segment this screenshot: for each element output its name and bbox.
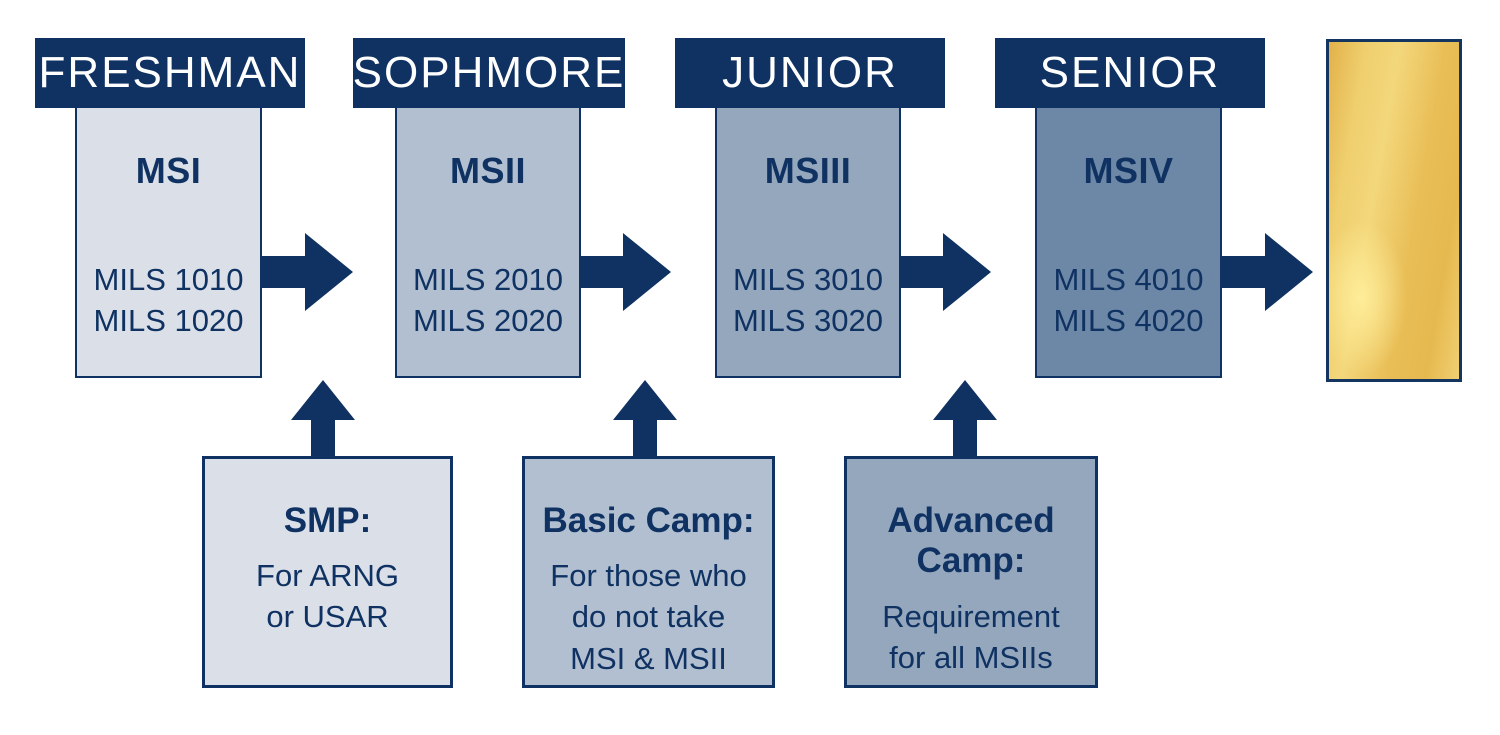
right-arrow-icon <box>898 233 991 311</box>
right-arrow-icon <box>1220 233 1313 311</box>
stage-header-freshman: FRESHMAN <box>35 38 305 108</box>
right-arrow-icon <box>578 233 671 311</box>
stage-box-msiv: MSIV MILS 4010 MILS 4020 <box>1035 104 1222 378</box>
stage-header-sophmore: SOPHMORE <box>353 38 625 108</box>
second-lieutenant-gold-bar <box>1326 39 1462 382</box>
course-list-msiii: MILS 3010 MILS 3020 <box>733 262 883 339</box>
right-arrow-icon <box>578 233 671 311</box>
advanced-camp-box: Advanced Camp: Requirement for all MSIIs <box>844 456 1098 688</box>
right-arrow-icon <box>898 233 991 311</box>
smp-description: For ARNG or USAR <box>256 558 399 635</box>
up-arrow-icon <box>933 380 997 456</box>
advanced-camp-description: Requirement for all MSIIs <box>882 598 1060 675</box>
basic-camp-box: Basic Camp: For those who do not take MS… <box>522 456 775 688</box>
up-arrow-icon <box>613 380 677 456</box>
right-arrow-icon <box>1220 233 1313 311</box>
smp-box: SMP: For ARNG or USAR <box>202 456 453 688</box>
up-arrow-icon <box>933 380 997 456</box>
up-arrow-icon <box>613 380 677 456</box>
stage-box-msi: MSI MILS 1010 MILS 1020 <box>75 104 262 378</box>
stage-title-msi: MSI <box>135 150 202 191</box>
smp-title: SMP: <box>283 501 372 540</box>
stage-header-junior: JUNIOR <box>675 38 945 108</box>
stage-header-senior: SENIOR <box>995 38 1265 108</box>
up-arrow-icon <box>291 380 355 456</box>
stage-title-msiv: MSIV <box>1083 150 1174 191</box>
basic-camp-description: For those who do not take MSI & MSII <box>550 558 747 676</box>
course-list-msiv: MILS 4010 MILS 4020 <box>1053 262 1204 339</box>
up-arrow-icon <box>291 380 355 456</box>
course-list-msii: MILS 2010 MILS 2020 <box>413 262 563 339</box>
right-arrow-icon <box>260 233 353 311</box>
stage-title-msiii: MSIII <box>764 150 852 191</box>
stage-box-msii: MSII MILS 2010 MILS 2020 <box>395 104 581 378</box>
stage-title-msii: MSII <box>449 150 526 191</box>
course-list-msi: MILS 1010 MILS 1020 <box>93 262 244 339</box>
basic-camp-title: Basic Camp: <box>542 501 755 540</box>
right-arrow-icon <box>260 233 353 311</box>
stage-box-msiii: MSIII MILS 3010 MILS 3020 <box>715 104 901 378</box>
advanced-camp-title: Advanced Camp: <box>887 501 1055 581</box>
